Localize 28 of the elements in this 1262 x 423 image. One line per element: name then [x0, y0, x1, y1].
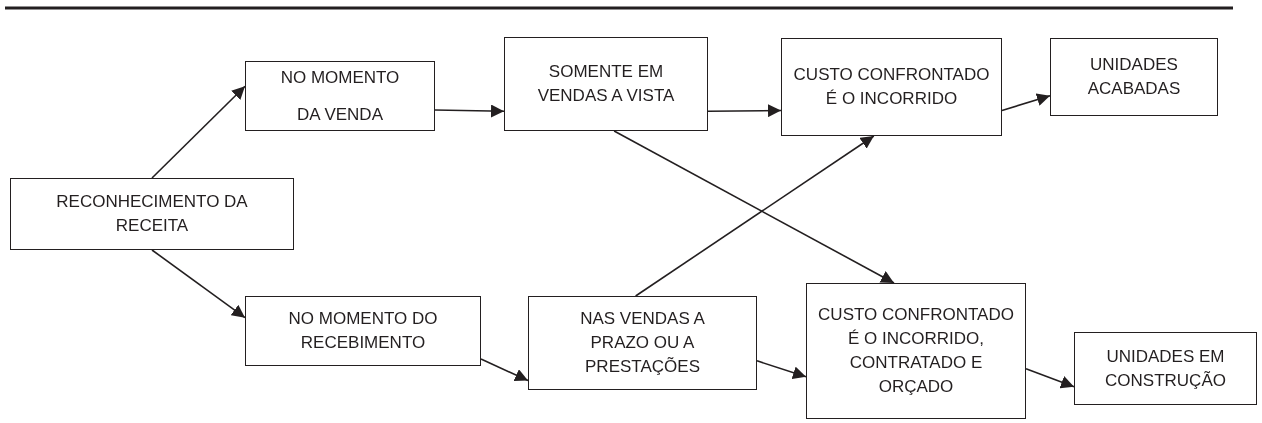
box-label: RECONHECIMENTO DA RECEITA — [55, 191, 249, 237]
process-box — [781, 38, 1002, 136]
arrow — [1001, 93, 1051, 112]
box-label: CUSTO CONFRONTADO É O INCORRIDO, CONTRATADO E ORÇADO — [817, 304, 1015, 398]
process-box — [528, 296, 757, 390]
box-label: UNIDADES EM CONSTRUÇÃO — [1104, 345, 1227, 392]
process-box — [245, 61, 435, 131]
process-box — [1074, 332, 1257, 405]
arrow — [480, 358, 529, 382]
box-label: UNIDADES ACABADAS — [1086, 54, 1182, 100]
box-label: CUSTO CONFRONTADO É O INCORRIDO — [792, 64, 991, 110]
arrow — [151, 85, 246, 179]
arrow — [707, 104, 782, 118]
arrow — [151, 249, 246, 319]
box-label: NAS VENDAS A PRAZO OU A PRESTAÇÕES — [579, 308, 706, 378]
box-label: NO MOMENTO DA VENDA — [279, 67, 401, 126]
process-box — [10, 178, 294, 250]
arrow — [634, 135, 875, 297]
arrow — [1025, 367, 1075, 389]
box-label: SOMENTE EM VENDAS A VISTA — [536, 61, 676, 107]
arrow — [756, 360, 807, 379]
process-box — [806, 283, 1026, 419]
arrow — [613, 130, 895, 284]
process-box — [504, 37, 708, 131]
process-box — [1050, 38, 1218, 116]
box-label: NO MOMENTO DO RECEBIMENTO — [287, 308, 439, 354]
arrow — [434, 104, 505, 118]
process-box — [245, 296, 481, 366]
